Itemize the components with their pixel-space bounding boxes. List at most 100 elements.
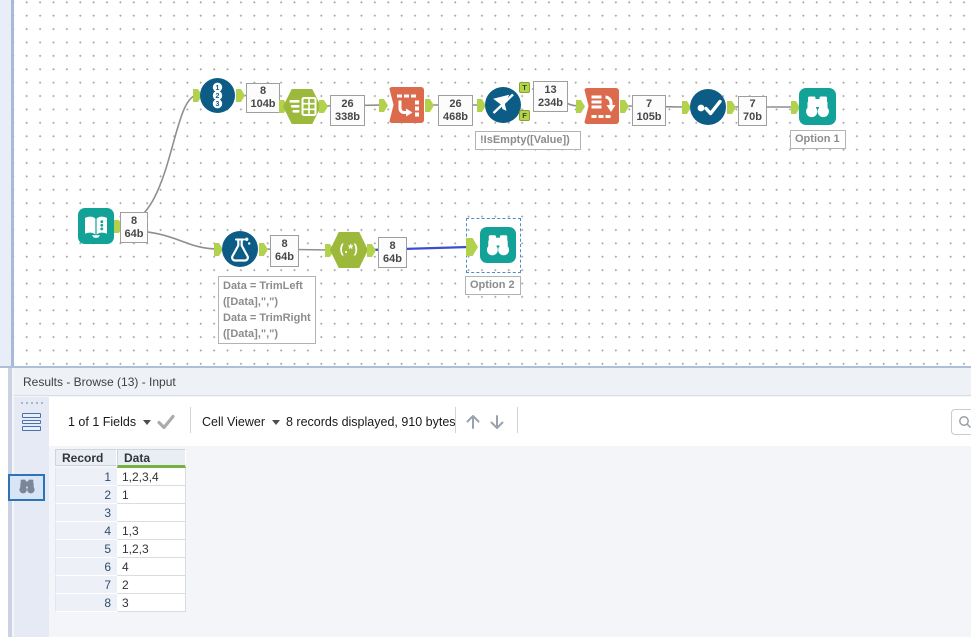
anchor-in-formula[interactable]	[214, 243, 223, 256]
arrow-down-icon	[490, 415, 504, 429]
toolbar-separator	[455, 407, 456, 433]
anchor-out-cross-tab[interactable]	[620, 100, 629, 113]
data-cell[interactable]: 1	[117, 486, 186, 504]
annotation-line: Data = TrimLeft	[223, 280, 303, 292]
tool-browse-1[interactable]	[799, 88, 836, 125]
results-data-grid: Record Data 1 1,2,3,4 2 1 3 4 1,3 5 1,2,…	[55, 449, 186, 612]
anchor-out-regex[interactable]	[367, 244, 376, 257]
anchor-out-formula[interactable]	[259, 243, 268, 256]
tool-formula[interactable]	[222, 231, 258, 267]
record-number-cell[interactable]: 4	[55, 522, 117, 540]
anchor-out-text-to-columns[interactable]	[319, 100, 328, 113]
tool-unique[interactable]	[690, 89, 726, 125]
tool-record-id[interactable]: 1 2 3	[200, 78, 235, 113]
anchor-filter-true[interactable]: T	[519, 82, 530, 93]
table-row: 8 3	[55, 594, 186, 612]
fields-dropdown[interactable]: 1 of 1 Fields	[68, 410, 152, 434]
annotation-formula[interactable]: Data = TrimLeft ([Data],",") Data = Trim…	[218, 276, 316, 344]
count-box-unique: 7 70b	[738, 96, 767, 126]
record-number-cell[interactable]: 5	[55, 540, 117, 558]
scroll-up-button[interactable]	[464, 410, 482, 434]
browse-anchor-button-selected[interactable]	[8, 474, 45, 501]
anchor-out-record-id[interactable]	[236, 89, 245, 102]
count-bytes: 64b	[275, 251, 294, 263]
count-bytes: 64b	[124, 227, 144, 240]
cell-viewer-dropdown[interactable]: Cell Viewer	[202, 410, 280, 434]
tool-filter[interactable]	[485, 87, 521, 123]
count-records: 7	[645, 97, 653, 110]
anchor-in-transpose[interactable]	[379, 99, 388, 112]
annotation-line: Data = TrimRight	[223, 312, 311, 324]
data-cell[interactable]	[117, 504, 186, 522]
record-number-cell[interactable]: 3	[55, 504, 117, 522]
chevron-down-icon	[143, 419, 152, 425]
record-number-cell[interactable]: 8	[55, 594, 117, 612]
annotation-filter[interactable]: !IsEmpty([Value])	[475, 131, 581, 150]
svg-text:3: 3	[216, 101, 220, 108]
data-cell[interactable]: 1,2,3,4	[117, 468, 186, 486]
record-number-cell[interactable]: 2	[55, 486, 117, 504]
svg-text:2: 2	[216, 93, 220, 100]
tool-transpose[interactable]	[389, 87, 424, 123]
anchor-in-unique[interactable]	[682, 101, 691, 114]
table-row: 7 2	[55, 576, 186, 594]
anchor-out-text-input[interactable]	[114, 220, 123, 233]
table-row: 2 1	[55, 486, 186, 504]
record-number-cell[interactable]: 1	[55, 468, 117, 486]
count-bytes: 64b	[383, 252, 402, 265]
binoculars-icon	[18, 479, 35, 493]
tool-cross-tab[interactable]	[584, 88, 619, 124]
record-number-cell[interactable]: 6	[55, 558, 117, 576]
apply-checkmark-button[interactable]	[156, 410, 176, 434]
anchor-out-transpose[interactable]	[425, 99, 434, 112]
anchor-in-filter[interactable]	[477, 99, 486, 112]
transpose-icon	[397, 94, 419, 117]
scroll-down-button[interactable]	[488, 410, 506, 434]
search-box[interactable]	[951, 409, 971, 435]
workflow-canvas[interactable]: 8 64b 1 2 3 8 104b	[14, 0, 971, 366]
data-cell[interactable]: 1,3	[117, 522, 186, 540]
data-cell[interactable]: 2	[117, 576, 186, 594]
checkmark-icon	[157, 414, 175, 430]
column-header-data[interactable]: Data	[117, 449, 186, 468]
anchor-out-unique[interactable]	[727, 101, 736, 114]
filter-funnel-icon	[492, 93, 514, 114]
results-toolbar: 1 of 1 Fields Cell Viewer 8 records disp…	[14, 397, 971, 446]
count-bytes: 468b	[442, 110, 469, 123]
column-header-record[interactable]: Record	[55, 449, 117, 466]
count-bytes: 338b	[334, 110, 361, 123]
annotation-browse1[interactable]: Option 1	[790, 130, 846, 149]
records-info: 8 records displayed, 910 bytes	[286, 410, 456, 434]
text-to-columns-icon	[289, 97, 317, 116]
count-box-transpose: 26 468b	[438, 95, 473, 126]
anchor-in-browse2[interactable]	[466, 238, 478, 256]
anchor-filter-false[interactable]: F	[519, 110, 530, 121]
table-row: 1 1,2,3,4	[55, 468, 186, 486]
toolbar-grip-handle[interactable]	[21, 402, 43, 404]
count-box-text-to-columns: 26 338b	[330, 95, 365, 126]
anchor-in-cross-tab[interactable]	[576, 100, 585, 113]
tool-regex[interactable]: (.*)	[330, 232, 368, 268]
count-box-text-input: 8 64b	[120, 212, 148, 243]
records-view-button[interactable]	[19, 409, 44, 435]
anchor-in-browse1[interactable]	[791, 101, 800, 114]
grid-header-row: Record Data	[55, 449, 186, 468]
toolbar-separator	[190, 407, 191, 433]
tool-browse-2[interactable]	[480, 227, 516, 263]
tool-text-to-columns[interactable]	[283, 89, 321, 124]
data-cell[interactable]: 4	[117, 558, 186, 576]
connection-textinput-recordid[interactable]	[116, 94, 199, 227]
anchor-in-regex[interactable]	[325, 244, 334, 257]
count-bytes: 105b	[636, 110, 662, 123]
count-box-cross-tab: 7 105b	[632, 95, 666, 126]
data-cell[interactable]: 3	[117, 594, 186, 612]
tool-text-input[interactable]	[78, 208, 114, 244]
table-row: 5 1,2,3	[55, 540, 186, 558]
data-cell[interactable]: 1,2,3	[117, 540, 186, 558]
results-resize-gutter[interactable]	[8, 368, 12, 637]
cross-tab-icon	[591, 95, 616, 118]
anchor-in-record-id[interactable]	[193, 89, 202, 102]
table-row: 4 1,3	[55, 522, 186, 540]
record-number-cell[interactable]: 7	[55, 576, 117, 594]
annotation-browse2[interactable]: Option 2	[465, 276, 521, 295]
